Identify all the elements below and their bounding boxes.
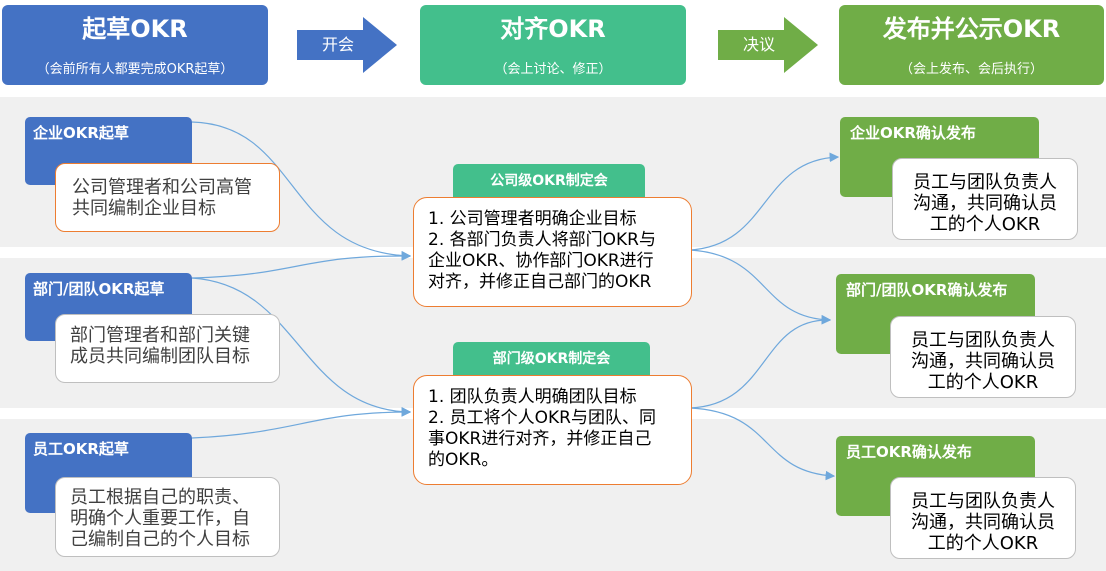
card-text-line: 企业OKR、协作部门OKR进行 <box>428 251 654 271</box>
card-text-line: 工的个人OKR <box>927 533 1039 554</box>
meeting-card-company: 1. 公司管理者明确企业目标 2. 各部门负责人将部门OKR与 企业OKR、协作… <box>413 197 692 307</box>
draft-card-employee: 员工根据自己的职责、 明确个人重要工作，自 己编制自己的个人目标 <box>55 477 280 557</box>
phase-draft: 起草OKR （会前所有人都要完成OKR起草） <box>2 5 268 85</box>
transition-label: 决议 <box>742 35 775 54</box>
transition-label: 开会 <box>321 35 354 54</box>
meeting-card-department: 1. 团队负责人明确团队目标 2. 员工将个人OKR与团队、同 事OKR进行对齐… <box>413 375 692 485</box>
phase-subtitle: （会前所有人都要完成OKR起草） <box>36 62 234 77</box>
connector-line <box>191 251 412 279</box>
card-text-line: 工的个人OKR <box>929 214 1041 235</box>
card-text-line: 沟通，共同确认员 <box>913 193 1057 214</box>
connector-line <box>191 407 412 439</box>
connector-line <box>689 249 832 325</box>
card-text-line: 员工与团队负责人 <box>913 172 1057 193</box>
card-text-line: 1. 团队负责人明确团队目标 <box>428 387 637 407</box>
phase-title: 对齐OKR <box>500 15 606 43</box>
card-text-line: 2. 员工将个人OKR与团队、同 <box>428 408 656 428</box>
card-text-line: 部门管理者和部门关键 <box>70 325 250 346</box>
phase-title: 起草OKR <box>82 15 188 43</box>
draft-card-company: 公司管理者和公司高管 共同编制企业目标 <box>55 163 280 232</box>
draft-card-team: 部门管理者和部门关键 成员共同编制团队目标 <box>55 314 280 383</box>
transition-arrow-meeting: 开会 <box>297 17 397 73</box>
phase-publish: 发布并公示OKR （会上发布、会后执行） <box>839 5 1104 85</box>
card-text-line: 对齐，并修正自己部门的OKR <box>428 272 652 292</box>
publish-card-team: 员工与团队负责人 沟通，共同确认员 工的个人OKR <box>890 316 1076 398</box>
connector-line <box>689 314 832 409</box>
card-text-line: 沟通，共同确认员 <box>911 351 1055 372</box>
connector-line <box>689 407 836 481</box>
card-text-line: 1. 公司管理者明确企业目标 <box>428 209 637 229</box>
card-text-line: 共同编制企业目标 <box>72 198 216 219</box>
phase-subtitle: （会上讨论、修正） <box>494 62 612 77</box>
connector-line <box>191 277 412 417</box>
connector-line <box>191 121 412 261</box>
card-text-line: 的OKR。 <box>428 450 499 470</box>
card-text-line: 己编制自己的个人目标 <box>70 529 250 550</box>
card-text-line: 公司管理者和公司高管 <box>72 177 252 198</box>
right-arrow-icon <box>297 17 397 73</box>
publish-card-company: 员工与团队负责人 沟通，共同确认员 工的个人OKR <box>892 158 1078 240</box>
card-text-line: 成员共同编制团队目标 <box>70 346 250 367</box>
card-text-line: 2. 各部门负责人将部门OKR与 <box>428 230 656 250</box>
card-text-line: 沟通，共同确认员 <box>911 512 1055 533</box>
phase-title: 发布并公示OKR <box>882 15 1061 43</box>
card-text-line: 员工与团队负责人 <box>911 491 1055 512</box>
card-text-line: 工的个人OKR <box>927 372 1039 393</box>
card-text-line: 明确个人重要工作，自 <box>70 508 250 529</box>
right-arrow-icon <box>718 17 818 73</box>
phase-subtitle: （会上发布、会后执行） <box>899 62 1043 77</box>
card-text-line: 员工与团队负责人 <box>911 330 1055 351</box>
phase-align: 对齐OKR （会上讨论、修正） <box>420 5 686 85</box>
transition-arrow-resolution: 决议 <box>718 17 818 73</box>
card-text-line: 事OKR进行对齐，并修正自己 <box>428 429 652 449</box>
connector-line <box>689 152 840 251</box>
publish-card-employee: 员工与团队负责人 沟通，共同确认员 工的个人OKR <box>890 477 1076 559</box>
card-text-line: 员工根据自己的职责、 <box>70 487 250 508</box>
